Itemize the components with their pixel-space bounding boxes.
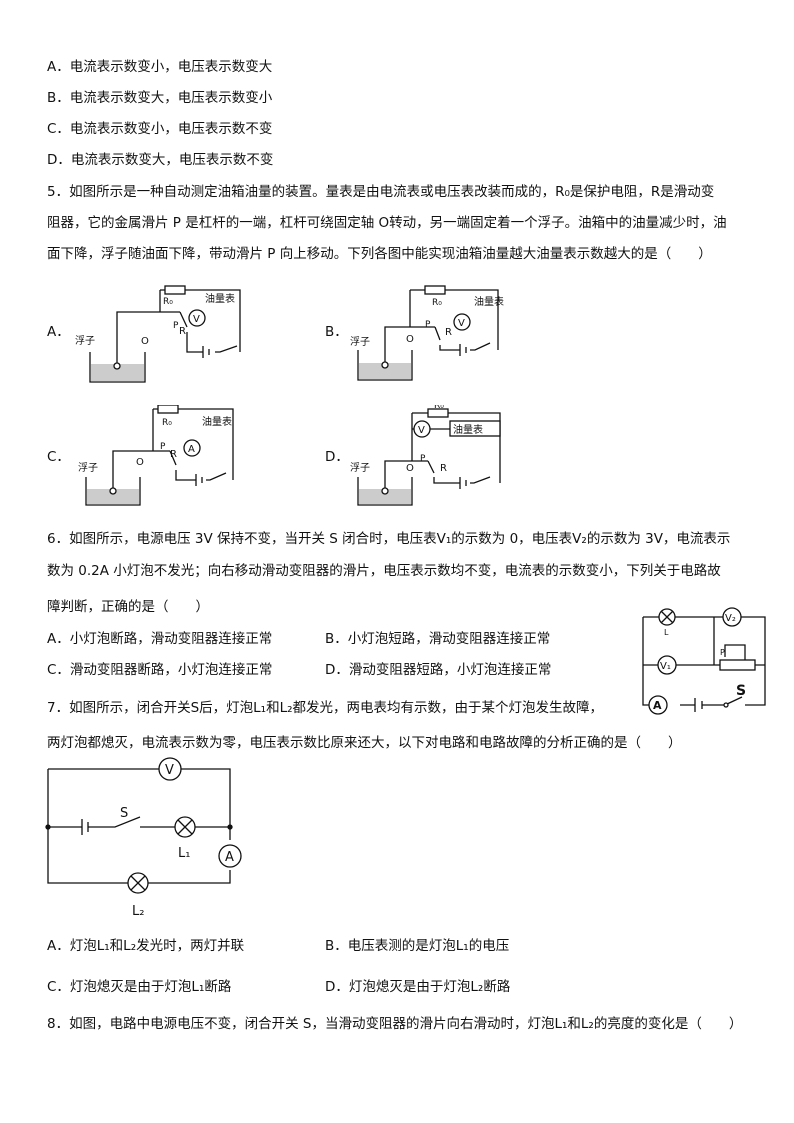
q6-option-a: A．小灯泡断路，滑动变阻器连接正常: [47, 631, 273, 647]
svg-text:S: S: [120, 806, 128, 821]
q7-option-c: C．灯泡熄灭是由于灯泡L₁断路: [47, 979, 232, 995]
q6-line-3: 障判断，正确的是（ ）: [47, 599, 209, 615]
q4-option-b: B．电流表示数变大，电压表示数变小: [47, 90, 273, 106]
svg-text:油量表: 油量表: [453, 423, 483, 436]
svg-text:O: O: [406, 334, 414, 345]
svg-text:L₂: L₂: [132, 904, 144, 919]
q6-option-d: D．滑动变阻器短路，小灯泡连接正常: [325, 662, 552, 678]
svg-text:R₀: R₀: [163, 297, 173, 307]
q5-figure-a: V R₀ 油量表 浮子 O P R: [75, 285, 241, 383]
svg-text:V₁: V₁: [660, 661, 671, 672]
q6-circuit-figure: L V₂ V₁ P A S: [642, 607, 766, 715]
svg-text:V: V: [193, 314, 200, 325]
q5-fig-label-a: A．: [47, 324, 70, 340]
q5-line-1: 5．如图所示是一种自动测定油箱油量的装置。量表是由电流表或电压表改装而成的，R₀…: [47, 184, 715, 200]
svg-text:L₁: L₁: [178, 846, 190, 861]
q6-line-2: 数为 0.2A 小灯泡不发光；向右移动滑动变阻器的滑片，电压表示数均不变，电流表…: [47, 563, 721, 579]
svg-text:V: V: [165, 763, 174, 778]
q5-figure-c: A R₀ 油量表 浮子 O P R: [78, 405, 234, 506]
q5-figure-d: V R₀ 油量表 浮子 O P R: [350, 405, 501, 506]
q7-option-a: A．灯泡L₁和L₂发光时，两灯并联: [47, 938, 245, 954]
svg-text:R: R: [440, 463, 447, 474]
q8-line: 8．如图，电路中电源电压不变，闭合开关 S，当滑动变阻器的滑片向右滑动时，灯泡L…: [47, 1016, 743, 1032]
svg-text:R₀: R₀: [434, 405, 444, 411]
svg-text:O: O: [406, 463, 414, 474]
q5-fig-label-c: C．: [47, 449, 70, 465]
svg-text:V₂: V₂: [725, 613, 736, 624]
svg-text:V: V: [458, 318, 465, 329]
q6-line-1: 6．如图所示，电源电压 3V 保持不变，当开关 S 闭合时，电压表V₁的示数为 …: [47, 531, 731, 547]
svg-text:S: S: [736, 683, 746, 699]
svg-text:P: P: [173, 321, 179, 331]
svg-text:R: R: [170, 449, 177, 460]
q7-circuit-figure: V S L₁ A L₂: [45, 757, 242, 919]
svg-text:V: V: [418, 425, 425, 436]
svg-text:油量表: 油量表: [202, 415, 232, 428]
svg-text:油量表: 油量表: [474, 295, 504, 308]
q7-option-b: B．电压表测的是灯泡L₁的电压: [325, 938, 510, 954]
svg-text:R: R: [179, 326, 186, 337]
svg-text:L: L: [664, 628, 669, 637]
svg-text:浮子: 浮子: [350, 336, 370, 348]
svg-text:O: O: [141, 336, 149, 347]
q5-fig-label-b: B．: [325, 324, 348, 340]
svg-text:A: A: [653, 699, 662, 712]
q5-fig-label-d: D．: [325, 449, 349, 465]
svg-text:A: A: [225, 850, 234, 865]
q5-line-3: 面下降，浮子随油面下降，带动滑片 P 向上移动。下列各图中能实现油箱油量越大油量…: [47, 246, 712, 262]
q7-option-d: D．灯泡熄灭是由于灯泡L₂断路: [325, 979, 511, 995]
svg-text:P: P: [420, 454, 426, 464]
q7-line-1: 7．如图所示，闭合开关S后，灯泡L₁和L₂都发光，两电表均有示数，由于某个灯泡发…: [47, 700, 604, 716]
svg-text:P: P: [160, 442, 166, 452]
svg-text:R₀: R₀: [162, 418, 172, 428]
q6-option-c: C．滑动变阻器断路，小灯泡连接正常: [47, 662, 273, 678]
q5-figure-b: V R₀ 油量表 浮子 O P R: [350, 285, 504, 381]
q5-line-2: 阻器，它的金属滑片 P 是杠杆的一端，杠杆可绕固定轴 O转动，另一端固定着一个浮…: [47, 215, 727, 231]
q4-option-a: A．电流表示数变小，电压表示数变大: [47, 59, 273, 75]
svg-text:O: O: [136, 457, 144, 468]
svg-text:浮子: 浮子: [75, 335, 95, 347]
svg-text:A: A: [188, 444, 195, 455]
svg-text:R₀: R₀: [432, 298, 442, 308]
svg-text:P: P: [720, 648, 725, 657]
q6-option-b: B．小灯泡短路，滑动变阻器连接正常: [325, 631, 551, 647]
svg-text:浮子: 浮子: [78, 462, 98, 474]
q7-line-2: 两灯泡都熄灭，电流表示数为零，电压表示数比原来还大，以下对电路和电路故障的分析正…: [47, 735, 682, 751]
svg-text:油量表: 油量表: [205, 292, 235, 305]
svg-text:R: R: [445, 327, 452, 338]
svg-text:P: P: [425, 320, 431, 330]
q4-option-c: C．电流表示数变小，电压表示数不变: [47, 121, 273, 137]
q4-option-d: D．电流表示数变大，电压表示数不变: [47, 152, 274, 168]
svg-text:浮子: 浮子: [350, 462, 370, 474]
